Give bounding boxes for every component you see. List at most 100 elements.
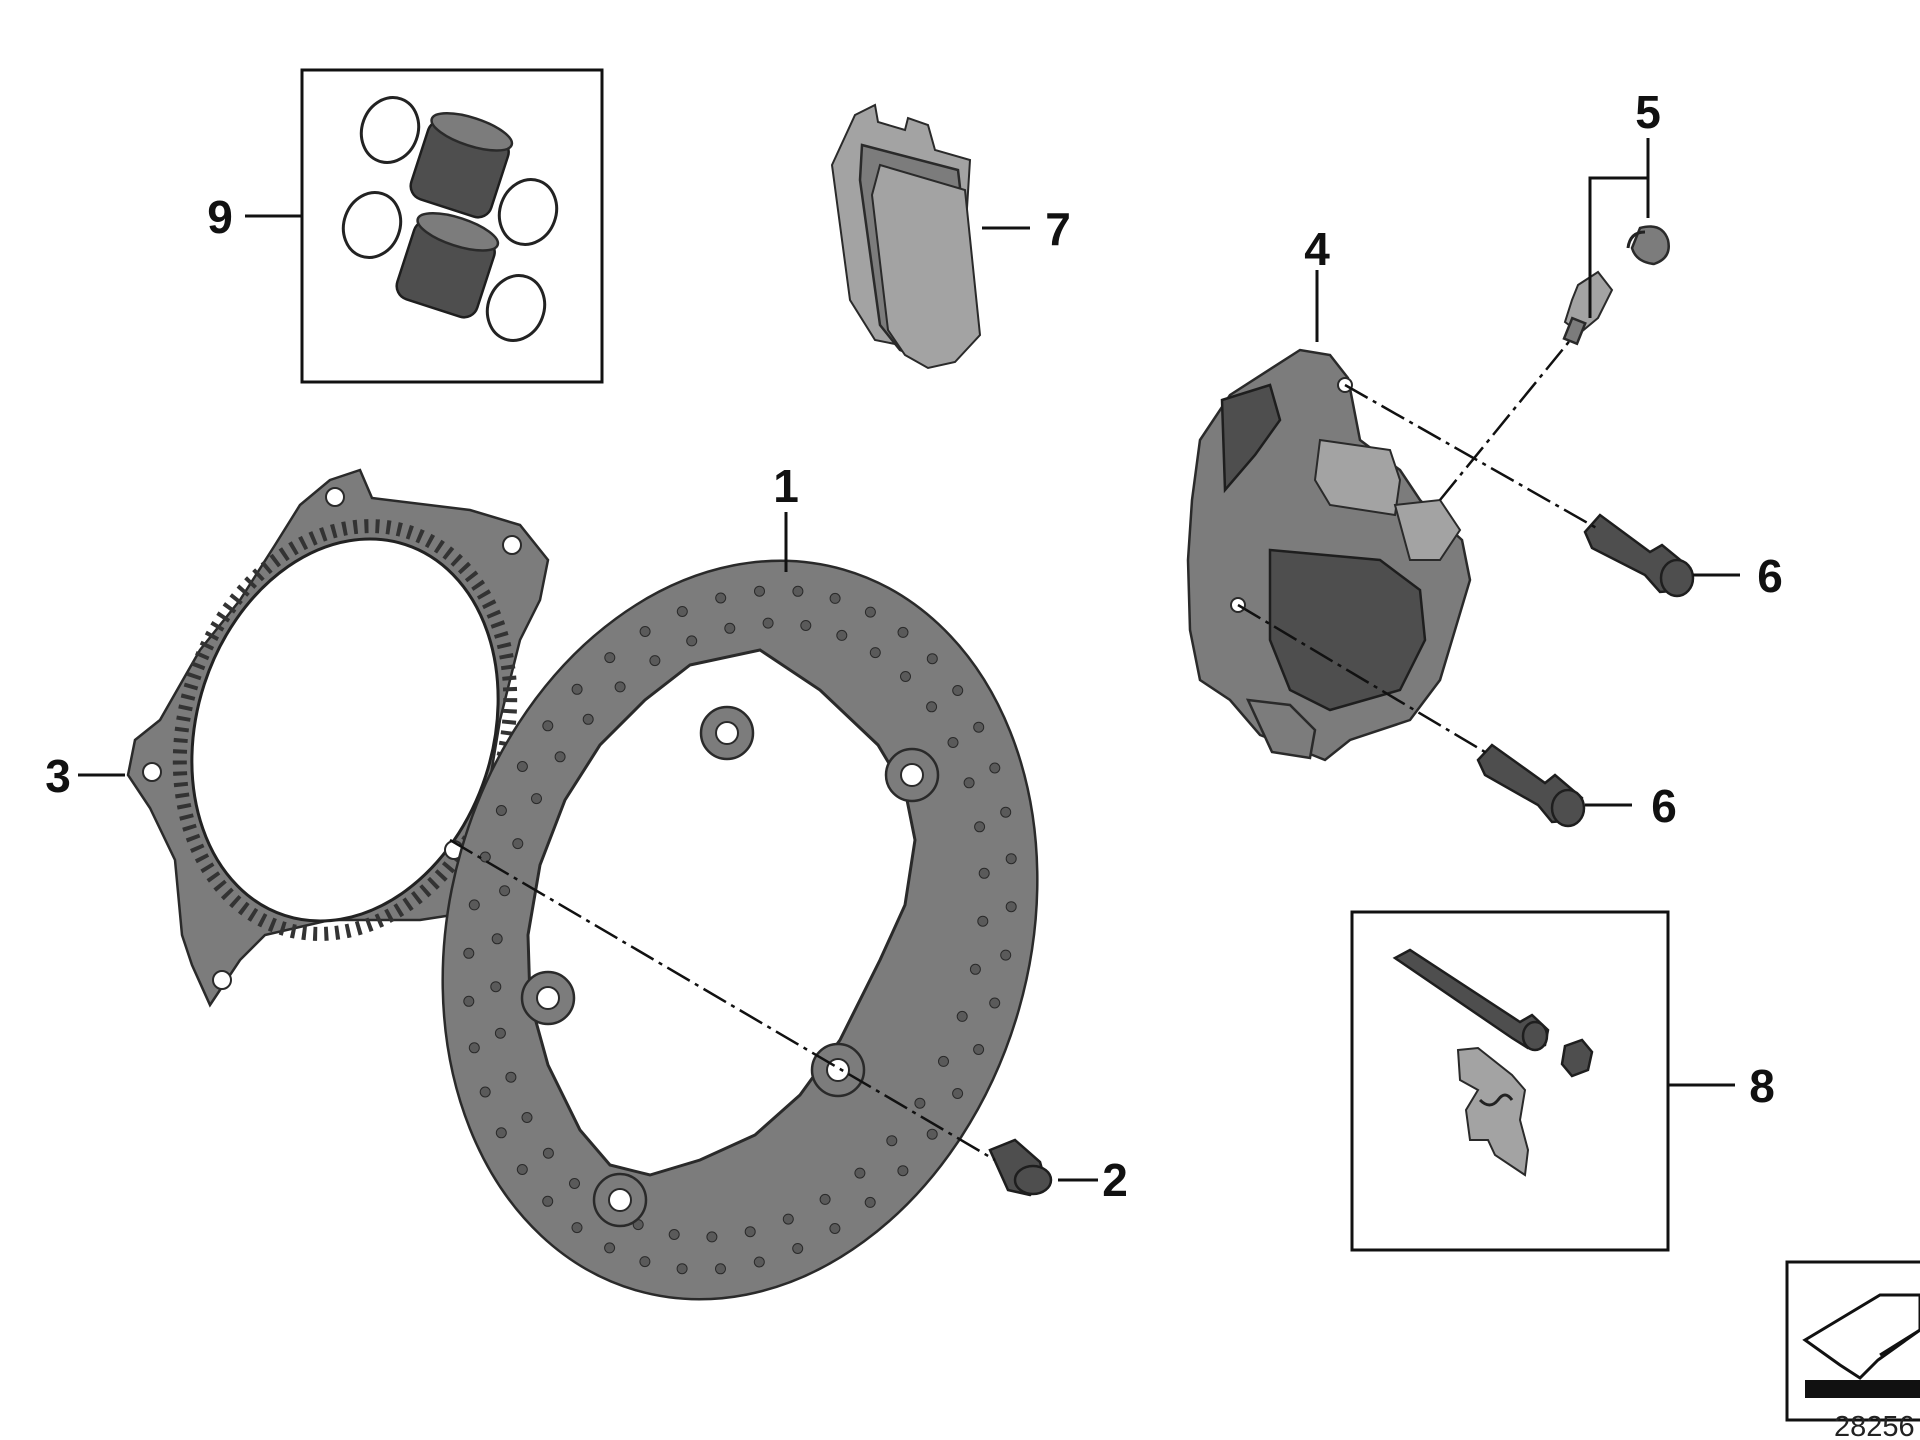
disc-perforation-hole [639,626,651,637]
callout-9: 9 [207,191,233,243]
disc-perforation-hole [676,1263,688,1275]
disc-perforation-hole [512,838,524,850]
bolt-icon [988,1138,1053,1197]
disc-perforation-hole [829,1223,841,1234]
disc-perforation-hole [516,761,528,772]
disc-perforation-hole [800,620,812,631]
leader-lines [78,138,1740,1182]
disc-perforation-hole [479,1086,491,1098]
disc-perforation-hole [668,1229,680,1240]
disc-perforation-hole [974,821,986,833]
disc-perforation-hole [468,899,480,911]
disc-perforation-hole [978,867,990,879]
disc-perforation-hole [864,1196,876,1208]
disc-perforation-hole [854,1167,866,1179]
disc-perforation-hole [516,1164,528,1175]
callout-2: 2 [1102,1154,1128,1206]
disc-perforation-hole [463,995,475,1007]
callout-6-lower: 6 [1651,780,1677,832]
disc-perforation-hole [715,592,727,604]
disc-perforation-hole [782,1213,794,1225]
brake-caliper-icon [1186,348,1472,762]
disc-perforation-hole [1005,853,1017,865]
disc-perforation-hole [926,701,938,713]
disc-perforation-hole [494,1027,506,1039]
disc-perforation-hole [479,851,491,863]
disc-perforation-hole [792,1243,804,1254]
disc-perforation-hole [864,606,876,618]
callout-4: 4 [1304,223,1330,275]
callout-3: 3 [45,750,71,802]
disc-perforation-hole [792,585,804,597]
callout-8: 8 [1749,1060,1775,1112]
disc-perforation-hole [977,915,989,927]
disc-perforation-hole [686,635,698,647]
disc-perforation-hole [542,1147,554,1159]
disc-perforation-hole [819,1193,831,1205]
disc-perforation-hole [753,1256,765,1268]
disc-perforation-hole [495,805,507,816]
disc-perforation-hole [542,720,554,732]
disc-perforation-hole [554,751,566,763]
disc-perforation-hole [956,1010,968,1022]
disc-perforation-hole [926,1128,938,1140]
disc-perforation-hole [886,1135,898,1147]
centerlines [449,337,1601,1162]
disc-perforation-hole [715,1263,726,1275]
corner-arrow-icon [1785,1260,1920,1422]
disc-perforation-hole [505,1071,517,1083]
disc-perforation-hole [926,653,938,665]
disc-perforation-hole [604,1242,616,1254]
disc-perforation-hole [914,1097,926,1109]
disc-perforation-hole [706,1231,718,1243]
disc-perforation-hole [1000,949,1012,961]
disc-perforation-hole [604,652,616,664]
disc-perforation-hole [952,1088,964,1099]
disc-perforation-hole [491,933,503,945]
disc-perforation-hole [676,606,688,617]
disc-perforation-hole [499,885,511,897]
document-number: 28256 [1834,1411,1915,1440]
disc-perforation-hole [649,655,661,667]
disc-perforation-hole [829,592,841,604]
disc-perforation-hole [989,997,1001,1009]
disc-perforation-hole [897,1165,909,1177]
disc-perforation-hole [989,762,1001,774]
disc-perforation-hole [754,585,765,597]
piston-seal-kit-icon [300,68,604,384]
disc-perforation-hole [973,1044,985,1055]
callout-6-upper: 6 [1757,550,1783,602]
disc-perforation-hole [542,1195,554,1207]
disc-perforation-hole [897,626,909,638]
bolt-icon [1476,513,1695,828]
disc-perforation-hole [582,713,594,725]
disc-perforation-hole [973,721,985,733]
callout-labels: 1 2 3 4 5 6 6 7 8 9 [45,86,1783,1206]
disc-perforation-hole [938,1055,949,1067]
callout-5: 5 [1635,86,1661,138]
disc-perforation-hole [614,681,626,693]
disc-perforation-hole [1005,901,1017,913]
disc-perforation-hole [947,737,959,748]
disc-perforation-hole [963,777,975,789]
disc-perforation-hole [900,671,911,682]
disc-perforation-hole [869,647,881,659]
disc-perforation-hole [724,622,736,634]
disc-perforation-hole [571,683,583,695]
disc-perforation-hole [463,947,475,959]
brake-pad-icon [830,103,982,370]
disc-perforation-hole [495,1127,507,1139]
disc-perforation-hole [836,629,848,641]
disc-perforation-hole [569,1178,580,1189]
disc-perforation-hole [969,963,981,975]
mounting-kit-icon [1350,910,1670,1252]
callout-1: 1 [773,460,799,512]
kit-9-frame [300,68,604,384]
bleeder-valve-icon [1562,225,1670,346]
disc-perforation-hole [1000,806,1012,818]
disc-perforation-hole [531,793,542,805]
disc-perforation-hole [490,981,502,993]
disc-perforation-hole [952,685,964,696]
kit-8-frame [1350,910,1670,1252]
